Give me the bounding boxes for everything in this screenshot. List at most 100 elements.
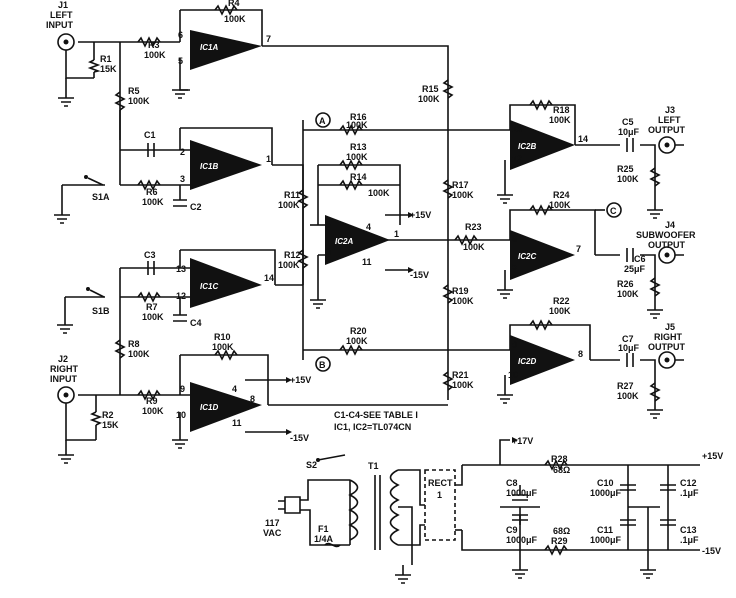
- r28-value: 68Ω: [553, 465, 570, 475]
- c12-value: .1μF: [680, 488, 699, 498]
- vac-line-1: 117: [265, 518, 280, 528]
- r21-name: R21: [452, 370, 469, 380]
- j1-label-3: INPUT: [46, 20, 74, 30]
- f1-value: 1/4A: [314, 534, 334, 544]
- psu-plus15-label: +15V: [702, 451, 723, 461]
- opamp-ic2a: IC2A: [325, 215, 390, 265]
- c8-name: C8: [506, 478, 518, 488]
- r14-value: 100K: [368, 188, 390, 198]
- j3-label-2: LEFT: [658, 115, 681, 125]
- r17-name: R17: [452, 180, 469, 190]
- c8-value: 1000μF: [506, 488, 538, 498]
- c7-value: 10μF: [618, 343, 640, 353]
- opamp-ic2d: IC2D: [510, 335, 575, 385]
- r25-value: 100K: [617, 174, 639, 184]
- pin-ic2a-4: 4: [366, 222, 371, 232]
- j5-label-3: OUTPUT: [648, 342, 686, 352]
- r1-value: 15K: [100, 64, 117, 74]
- c12-name: C12: [680, 478, 697, 488]
- j3-label-1: J3: [665, 105, 675, 115]
- r10-value: 100K: [212, 342, 234, 352]
- r20-value: 100K: [346, 336, 368, 346]
- r11-value: 100K: [278, 200, 300, 210]
- c2-label: C2: [190, 202, 202, 212]
- r9-value: 100K: [142, 406, 164, 416]
- pin-ic1b-3: 3: [180, 174, 185, 184]
- ic1d-plus-rail: +15V: [290, 375, 311, 385]
- r20-name: R20: [350, 326, 367, 336]
- opamp-ic1c: IC1C: [190, 258, 262, 308]
- j5-label-1: J5: [665, 322, 675, 332]
- r15-name: R15: [422, 84, 439, 94]
- r6-value: 100K: [142, 197, 164, 207]
- r7-name: R7: [146, 302, 158, 312]
- ic1d-label: IC1D: [200, 403, 218, 412]
- rect-number: 1: [437, 490, 442, 500]
- capacitor-symbols: [147, 138, 676, 526]
- r7-value: 100K: [142, 312, 164, 322]
- pin-ic1d-8: 8: [250, 394, 255, 404]
- t1-label: T1: [368, 461, 379, 471]
- rect-label: RECT: [428, 478, 453, 488]
- r29-value: 68Ω: [553, 526, 570, 536]
- r11-name: R11: [284, 190, 300, 200]
- c9-name: C9: [506, 525, 518, 535]
- pin-ic2c-7: 7: [576, 244, 581, 254]
- r8-value: 100K: [128, 349, 150, 359]
- s1a-label: S1A: [92, 192, 110, 202]
- c5-value: 10μF: [618, 127, 640, 137]
- pin-ic2b-12: 12: [512, 154, 522, 164]
- opamp-ic2c: IC2C: [510, 230, 575, 280]
- c10-name: C10: [597, 478, 614, 488]
- pin-ic1d-4: 4: [232, 384, 237, 394]
- labels: J1 LEFT INPUT J2 RIGHT INPUT J3 LEFT OUT…: [46, 0, 723, 556]
- pin-ic1d-9: 9: [180, 384, 185, 394]
- c11-value: 1000μF: [590, 535, 622, 545]
- ic2b-label: IC2B: [518, 142, 536, 151]
- r21-value: 100K: [452, 380, 474, 390]
- r16-name: R16: [350, 112, 367, 122]
- r23-name: R23: [465, 222, 482, 232]
- j1-label-2: LEFT: [50, 10, 73, 20]
- pin-ic2a-1: 1: [394, 229, 399, 239]
- ic2a-plus-rail: +15V: [410, 210, 431, 220]
- psu-plus17-label: +17V: [512, 436, 533, 446]
- r27-name: R27: [617, 381, 634, 391]
- r28-name: R28: [551, 454, 568, 464]
- c7-name: C7: [622, 334, 634, 344]
- opamps: IC1A IC1B IC1C IC1D IC2A IC2B IC2C IC2D: [190, 30, 575, 432]
- r22-name: R22: [553, 296, 570, 306]
- ic1a-label: IC1A: [200, 43, 218, 52]
- pin-ic1c-12: 12: [176, 291, 186, 301]
- r24-value: 100K: [549, 200, 571, 210]
- pin-ic2d-9: 9: [512, 340, 517, 350]
- j2-label-1: J2: [58, 354, 68, 364]
- pin-ic1c-13: 13: [176, 264, 186, 274]
- opamp-ic1b: IC1B: [190, 140, 262, 190]
- r4-name: R4: [228, 0, 240, 8]
- r2-value: 15K: [102, 420, 119, 430]
- r13-name: R13: [350, 142, 367, 152]
- c1-label: C1: [144, 130, 156, 140]
- c6-value: 25μF: [624, 264, 646, 274]
- opamp-ic2b: IC2B: [510, 120, 575, 170]
- r9-name: R9: [146, 396, 158, 406]
- note-line-2: IC1, IC2=TL074CN: [334, 422, 411, 432]
- pin-ic1b-2: 2: [180, 147, 185, 157]
- r29-name: R29: [551, 536, 568, 546]
- node-a-label: A: [319, 116, 326, 126]
- pin-ic2a-3: 3: [326, 247, 331, 257]
- ground-symbols: [54, 89, 663, 584]
- s1b-label: S1B: [92, 306, 110, 316]
- pin-ic2b-14: 14: [578, 134, 588, 144]
- note-line-1: C1-C4-SEE TABLE I: [334, 410, 418, 420]
- j4-label-1: J4: [665, 220, 675, 230]
- r19-name: R19: [452, 286, 469, 296]
- node-b-label: B: [319, 360, 326, 370]
- r12-value: 100K: [278, 260, 300, 270]
- node-c-label: C: [610, 206, 617, 216]
- ic1c-label: IC1C: [200, 282, 218, 291]
- r23-value: 100K: [463, 242, 485, 252]
- pin-ic1c-14: 14: [264, 273, 274, 283]
